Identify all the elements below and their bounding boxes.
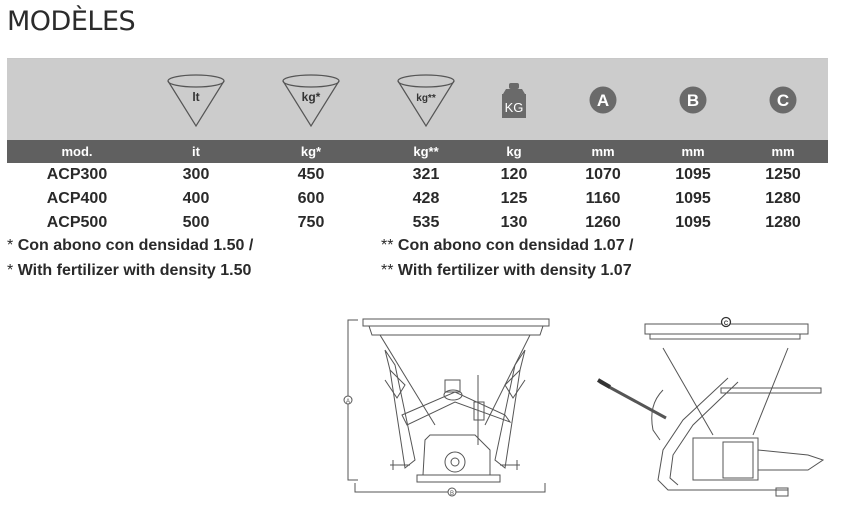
specs-table-body: ACP300 300 450 321 120 1070 1095 1250 AC… [7, 163, 828, 235]
page-title: MODÈLES [7, 6, 136, 37]
dimension-a-icon: A [583, 59, 623, 140]
cell-kg1: 600 [297, 190, 325, 207]
column-header-kg: kg [506, 144, 522, 159]
footnote-density-150-en: * With fertilizer with density 1.50 [7, 262, 252, 279]
svg-text:A: A [597, 91, 609, 110]
cell-weight: 125 [500, 190, 528, 207]
cell-kg1: 750 [297, 214, 325, 231]
svg-text:C: C [724, 321, 729, 327]
table-unit-header: mod. it kg* kg** kg mm mm mm [7, 140, 828, 163]
footnote-density-107-en: ** With fertilizer with density 1.07 [381, 262, 632, 279]
table-row: ACP500 500 750 535 130 1260 1095 1280 [7, 211, 828, 235]
cell-weight: 130 [500, 214, 528, 231]
cell-model: ACP500 [46, 214, 108, 231]
cell-kg2: 428 [412, 190, 440, 207]
svg-text:KG: KG [505, 100, 524, 115]
svg-text:B: B [450, 491, 454, 497]
column-header-b: mm [681, 144, 705, 159]
column-header-a: mm [591, 144, 615, 159]
table-row: ACP300 300 450 321 120 1070 1095 1250 [7, 163, 828, 187]
svg-text:C: C [777, 91, 789, 110]
cell-b: 1095 [675, 166, 711, 183]
cell-liters: 300 [182, 166, 210, 183]
svg-text:B: B [687, 91, 699, 110]
cell-b: 1095 [675, 190, 711, 207]
svg-text:kg*: kg* [302, 90, 321, 104]
cell-liters: 500 [182, 214, 210, 231]
title-divider [7, 58, 828, 59]
cell-a: 1160 [585, 190, 621, 207]
svg-text:lt: lt [192, 90, 199, 104]
cell-a: 1070 [585, 166, 621, 183]
table-icon-header: lt kg* kg** KG A B [7, 59, 828, 140]
cell-liters: 400 [182, 190, 210, 207]
cone-kg-density-150-icon: kg* [281, 59, 341, 140]
svg-text:A: A [346, 399, 350, 405]
cell-kg2: 535 [412, 214, 440, 231]
svg-text:kg**: kg** [416, 93, 436, 104]
cell-kg2: 321 [412, 166, 440, 183]
dimension-b-icon: B [673, 59, 713, 140]
column-header-kg2: kg** [413, 144, 439, 159]
cell-c: 1250 [765, 166, 801, 183]
cone-liters-icon: lt [166, 59, 226, 140]
footnote-density-150-es: * Con abono con densidad 1.50 / [7, 237, 254, 254]
column-header-mod: mod. [61, 144, 93, 159]
cell-a: 1260 [585, 214, 621, 231]
column-header-it: it [192, 144, 200, 159]
column-header-kg1: kg* [300, 144, 322, 159]
cell-c: 1280 [765, 190, 801, 207]
cell-c: 1280 [765, 214, 801, 231]
footnote-density-107-es: ** Con abono con densidad 1.07 / [381, 237, 634, 254]
cell-kg1: 450 [297, 166, 325, 183]
column-header-c: mm [771, 144, 795, 159]
cell-model: ACP400 [46, 190, 108, 207]
weight-kg-icon: KG [494, 59, 534, 140]
cell-b: 1095 [675, 214, 711, 231]
table-row: ACP400 400 600 428 125 1160 1095 1280 [7, 187, 828, 211]
dimension-c-icon: C [763, 59, 803, 140]
cell-model: ACP300 [46, 166, 108, 183]
spreader-side-view-drawing: C [596, 316, 825, 497]
cone-kg-density-107-icon: kg** [396, 59, 456, 140]
cell-weight: 120 [500, 166, 528, 183]
spreader-front-view-drawing: A B [343, 318, 550, 497]
